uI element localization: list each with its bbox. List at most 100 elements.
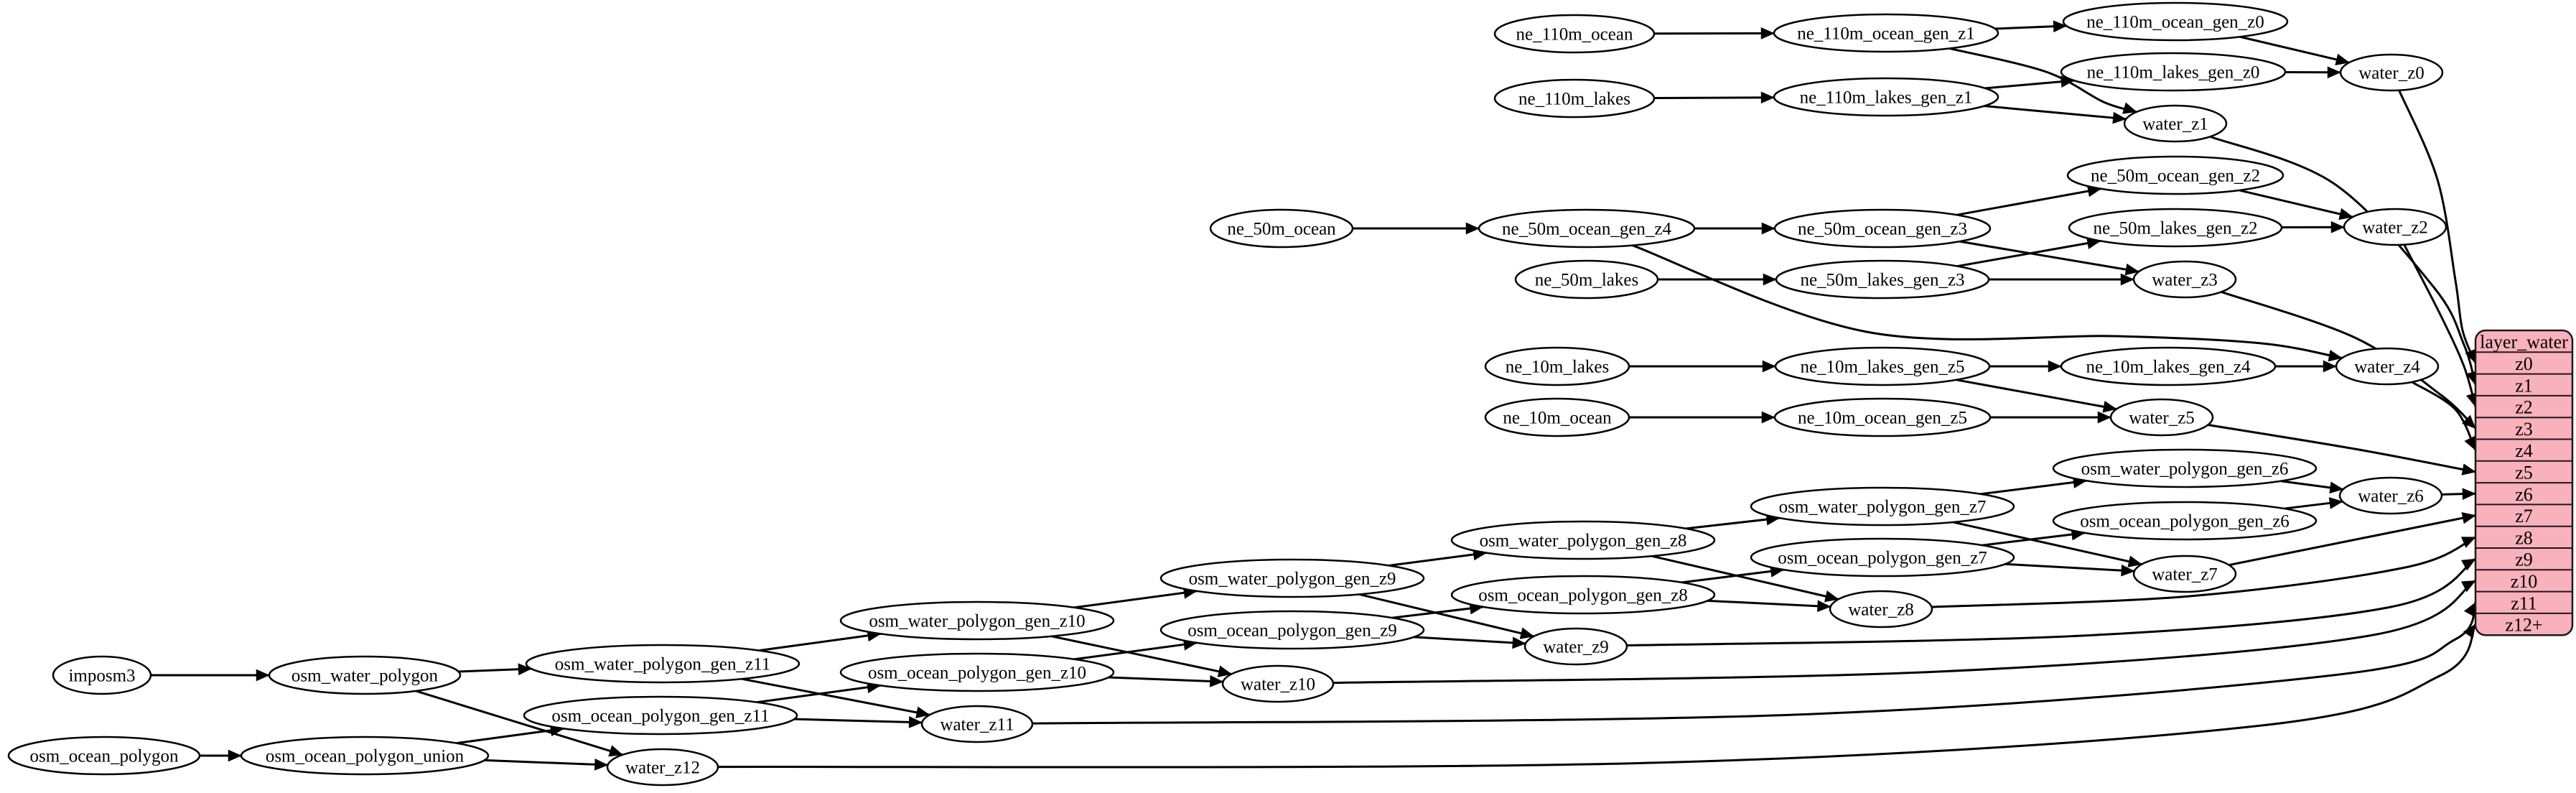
table-row-z12+: z12+ [2505,615,2542,636]
node-ne_50m_lakes: ne_50m_lakes [1516,261,1658,298]
node-label-osm_ocean_polygon_gen_z9: osm_ocean_polygon_gen_z9 [1187,621,1397,641]
edge-ne_50m_ocean_gen_z3--ne_50m_ocean_gen_z2 [1957,189,2101,215]
node-label-osm_ocean_polygon_gen_z8: osm_ocean_polygon_gen_z8 [1478,586,1688,606]
node-label-water_z0: water_z0 [2358,64,2425,83]
node-ne_10m_lakes_gen_z5: ne_10m_lakes_gen_z5 [1775,348,1989,385]
node-label-water_z4: water_z4 [2354,358,2420,377]
node-water_z6: water_z6 [2340,478,2442,514]
edge-osm_ocean_polygon_union--water_z12 [485,760,608,765]
node-label-water_z3: water_z3 [2152,271,2218,290]
node-label-ne_50m_ocean: ne_50m_ocean [1227,220,1336,239]
node-label-osm_water_polygon: osm_water_polygon [291,667,439,686]
node-label-water_z6: water_z6 [2358,487,2424,506]
node-ne_10m_ocean_gen_z5: ne_10m_ocean_gen_z5 [1775,399,1990,436]
node-label-osm_water_polygon_gen_z6: osm_water_polygon_gen_z6 [2081,460,2289,479]
node-osm_water_polygon_gen_z9: osm_water_polygon_gen_z9 [1161,560,1424,597]
edge-osm_water_polygon_gen_z10--osm_water_polygon_gen_z9 [1075,591,1198,608]
node-label-ne_50m_ocean_gen_z2: ne_50m_ocean_gen_z2 [2091,167,2260,186]
edges-layer [151,26,2475,767]
node-ne_110m_lakes: ne_110m_lakes [1495,80,1654,117]
node-label-osm_ocean_polygon: osm_ocean_polygon [30,747,179,766]
layer-water-table: layer_waterz0z1z2z3z4z5z6z7z8z9z10z11z12… [2475,330,2572,636]
node-water_z9: water_z9 [1525,629,1627,664]
edge-osm_water_polygon_gen_z8--osm_water_polygon_gen_z7 [1686,518,1779,529]
node-label-ne_110m_lakes: ne_110m_lakes [1518,90,1630,109]
table-row-z7: z7 [2515,506,2533,527]
node-label-osm_ocean_polygon_gen_z10: osm_ocean_polygon_gen_z10 [868,664,1086,683]
node-label-ne_110m_lakes_gen_z0: ne_110m_lakes_gen_z0 [2087,63,2260,83]
node-osm_water_polygon_gen_z7: osm_water_polygon_gen_z7 [1751,488,2014,525]
layer-water-table-title: layer_water [2480,332,2568,353]
node-osm_ocean_polygon_gen_z9: osm_ocean_polygon_gen_z9 [1161,611,1424,649]
node-water_z1: water_z1 [2124,106,2226,142]
node-water_z0: water_z0 [2341,55,2442,91]
edge-osm_ocean_polygon_gen_z9--water_z9 [1414,637,1526,644]
edge-ne_50m_ocean_gen_z2--water_z2 [2239,190,2353,217]
table-row-z8: z8 [2515,527,2533,548]
table-row-z1: z1 [2515,375,2533,396]
edge-osm_ocean_polygon_gen_z6--water_z6 [2285,501,2343,509]
node-water_z3: water_z3 [2134,261,2236,297]
node-ne_110m_ocean_gen_z0: ne_110m_ocean_gen_z0 [2063,3,2287,40]
edge-osm_ocean_polygon_gen_z11--water_z11 [794,719,922,723]
table-row-z4: z4 [2515,440,2533,461]
node-label-ne_50m_lakes_gen_z3: ne_50m_lakes_gen_z3 [1800,271,1964,290]
node-label-water_z9: water_z9 [1543,638,1609,657]
node-ne_50m_ocean_gen_z3: ne_50m_ocean_gen_z3 [1775,210,1990,247]
node-osm_water_polygon_gen_z10: osm_water_polygon_gen_z10 [841,602,1114,639]
node-label-ne_50m_ocean_gen_z4: ne_50m_ocean_gen_z4 [1502,220,1672,239]
edge-ne_50m_ocean_gen_z4--water_z4 [1633,246,2342,358]
edge-osm_ocean_polygon_gen_z10--water_z10 [1109,677,1223,682]
node-label-water_z7: water_z7 [2152,565,2218,585]
node-osm_ocean_polygon_gen_z10: osm_ocean_polygon_gen_z10 [841,654,1114,691]
node-osm_water_polygon: osm_water_polygon [269,657,460,694]
node-ne_110m_lakes_gen_z0: ne_110m_lakes_gen_z0 [2061,53,2285,91]
node-label-ne_110m_lakes_gen_z1: ne_110m_lakes_gen_z1 [1800,88,1973,108]
edge-osm_water_polygon_gen_z6--water_z6 [2281,481,2343,489]
node-ne_50m_lakes_gen_z2: ne_50m_lakes_gen_z2 [2069,209,2282,246]
table-row-z11: z11 [2511,593,2537,613]
edge-ne_110m_lakes_gen_z1--water_z1 [1984,106,2127,119]
edge-water_z4--layer_water-z4 [2412,382,2475,450]
table-row-z10: z10 [2511,571,2538,592]
node-label-ne_110m_ocean: ne_110m_ocean [1516,25,1633,45]
edge-osm_water_polygon--osm_water_polygon_gen_z11 [458,669,531,672]
node-label-osm_water_polygon_gen_z8: osm_water_polygon_gen_z8 [1480,532,1687,551]
node-label-osm_ocean_polygon_gen_z11: osm_ocean_polygon_gen_z11 [551,707,769,726]
node-ne_110m_ocean: ne_110m_ocean [1495,15,1654,52]
node-ne_50m_ocean_gen_z4: ne_50m_ocean_gen_z4 [1479,210,1694,247]
node-ne_110m_ocean_gen_z1: ne_110m_ocean_gen_z1 [1774,14,1998,52]
node-osm_water_polygon_gen_z8: osm_water_polygon_gen_z8 [1452,521,1714,559]
node-water_z12: water_z12 [607,749,718,785]
node-water_z11: water_z11 [922,706,1032,742]
table-row-z5: z5 [2515,462,2533,483]
node-ne_110m_lakes_gen_z1: ne_110m_lakes_gen_z1 [1774,78,1998,116]
node-label-osm_ocean_polygon_gen_z6: osm_ocean_polygon_gen_z6 [2080,512,2290,532]
edge-osm_ocean_polygon_gen_z11--osm_ocean_polygon_gen_z10 [757,685,881,702]
edge-osm_ocean_polygon_gen_z7--water_z7 [2005,564,2134,571]
table-row-z2: z2 [2515,397,2533,418]
node-water_z8: water_z8 [1830,591,1932,627]
node-osm_water_polygon_gen_z6: osm_water_polygon_gen_z6 [2053,450,2316,487]
node-ne_10m_lakes_gen_z4: ne_10m_lakes_gen_z4 [2061,348,2275,385]
node-label-osm_ocean_polygon_gen_z7: osm_ocean_polygon_gen_z7 [1778,549,1987,568]
nodes-layer: ne_110m_ocean ne_110m_ocean_gen_z1 ne_110m… [9,3,2446,785]
node-osm_ocean_polygon_gen_z7: osm_ocean_polygon_gen_z7 [1751,539,2014,576]
edge-osm_water_polygon_gen_z9--osm_water_polygon_gen_z8 [1389,553,1487,566]
edge-osm_ocean_polygon_gen_z8--water_z8 [1707,600,1830,606]
node-water_z7: water_z7 [2134,556,2236,592]
node-label-ne_50m_lakes: ne_50m_lakes [1535,271,1638,290]
node-label-ne_10m_ocean: ne_10m_ocean [1503,409,1612,428]
node-label-osm_water_polygon_gen_z7: osm_water_polygon_gen_z7 [1779,498,1987,517]
edge-osm_water_polygon_gen_z7--osm_water_polygon_gen_z6 [1981,481,2086,494]
node-ne_10m_lakes: ne_10m_lakes [1485,348,1629,385]
edge-ne_110m_ocean_gen_z1--ne_110m_ocean_gen_z0 [1995,26,2066,29]
node-label-ne_10m_lakes: ne_10m_lakes [1506,358,1609,377]
node-label-water_z5: water_z5 [2129,409,2195,428]
node-label-ne_110m_ocean_gen_z1: ne_110m_ocean_gen_z1 [1797,24,1975,44]
node-ne_50m_lakes_gen_z3: ne_50m_lakes_gen_z3 [1776,261,1989,298]
edge-ne_110m_lakes_gen_z1--ne_110m_lakes_gen_z0 [1985,80,2074,88]
node-label-ne_10m_ocean_gen_z5: ne_10m_ocean_gen_z5 [1798,409,1967,428]
node-label-water_z11: water_z11 [940,715,1014,735]
